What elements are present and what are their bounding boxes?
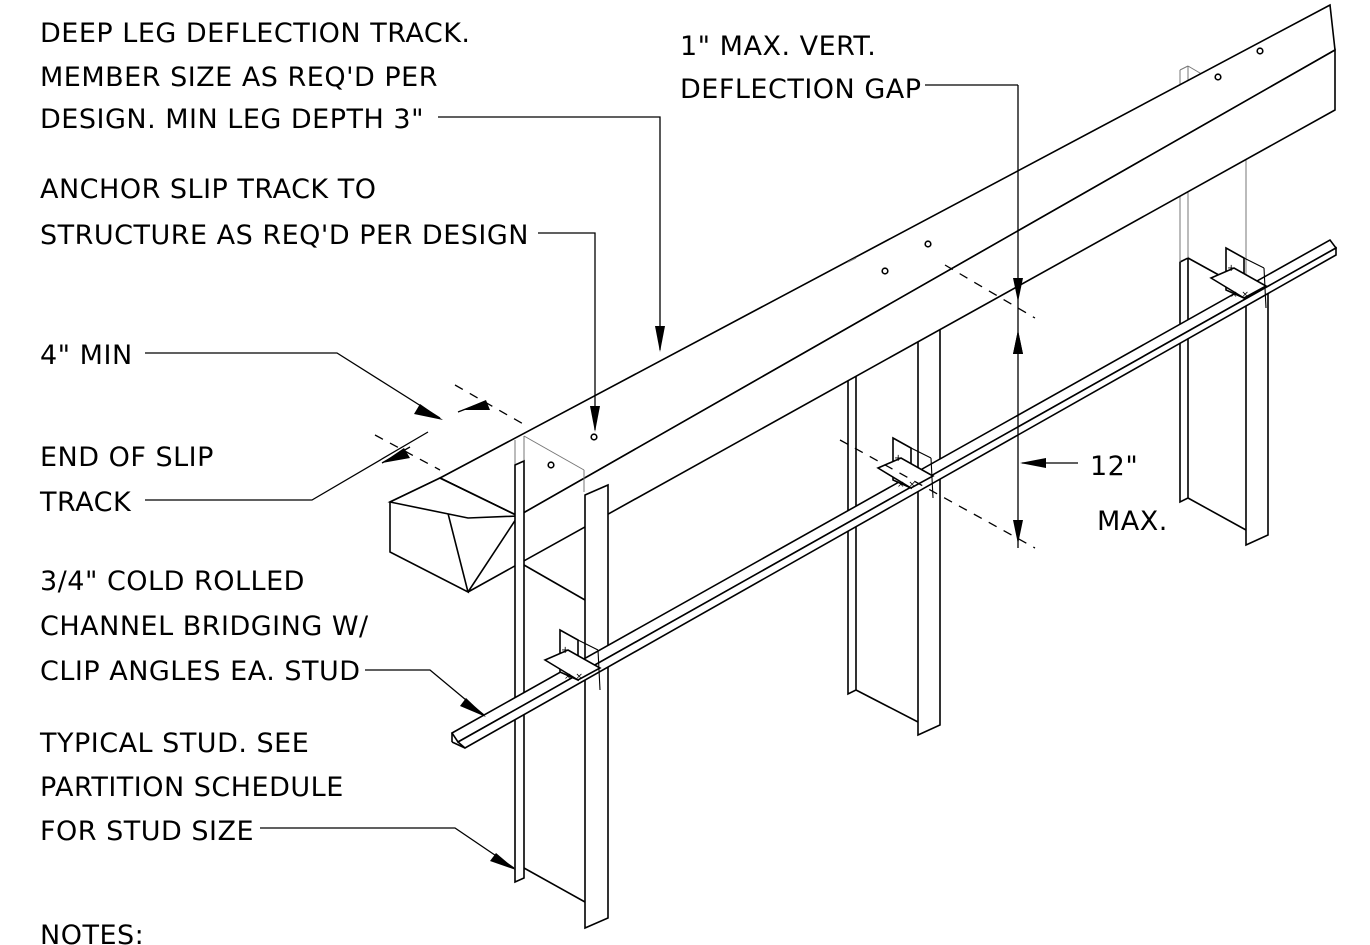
note-line: 3/4" COLD ROLLED <box>40 566 305 597</box>
note-line: MAX. <box>1097 506 1168 537</box>
note-max-vert-gap: 1" MAX. VERT. DEFLECTION GAP <box>680 31 922 105</box>
note-line: TYPICAL STUD. SEE <box>39 728 309 759</box>
svg-text:+: + <box>1227 263 1236 274</box>
notes-heading: NOTES: <box>40 920 144 945</box>
note-cold-rolled-channel: 3/4" COLD ROLLED CHANNEL BRIDGING W/ CLI… <box>40 566 369 687</box>
svg-text:+: + <box>894 453 903 464</box>
note-deep-leg-track: DEEP LEG DEFLECTION TRACK. MEMBER SIZE A… <box>40 18 471 135</box>
clip-angle-left: + × × <box>543 628 602 691</box>
anchor-hole <box>1214 73 1222 81</box>
note-anchor-slip-track: ANCHOR SLIP TRACK TO STRUCTURE AS REQ'D … <box>40 174 529 251</box>
deflection-track <box>387 3 1336 594</box>
anchor-hole <box>881 267 889 275</box>
stud-middle <box>847 257 941 737</box>
dimension-lines <box>374 85 1036 549</box>
note-line: END OF SLIP <box>40 442 214 473</box>
svg-text:× ×: × × <box>897 480 916 490</box>
note-end-of-slip-track: END OF SLIP TRACK <box>39 442 214 518</box>
clip-angle-right: + × × <box>1209 246 1268 309</box>
note-line: FOR STUD SIZE <box>40 816 254 847</box>
cold-rolled-channel <box>450 238 1338 749</box>
anchor-hole <box>547 461 555 469</box>
leader-anchor-slip-track <box>538 232 600 432</box>
leader-typical-stud <box>260 827 516 870</box>
note-line: STRUCTURE AS REQ'D PER DESIGN <box>40 220 529 251</box>
note-line: ANCHOR SLIP TRACK TO <box>40 174 376 205</box>
note-twelve-max: 12" MAX. <box>1090 451 1168 537</box>
stud-left <box>514 459 609 930</box>
note-line: CHANNEL BRIDGING W/ <box>40 611 369 642</box>
note-line: DEEP LEG DEFLECTION TRACK. <box>40 18 471 49</box>
svg-text:+: + <box>561 645 570 656</box>
svg-text:× ×: × × <box>564 672 583 682</box>
leader-cold-rolled-channel <box>365 669 486 717</box>
leader-deep-leg-track <box>438 116 665 352</box>
note-line: 1" MAX. VERT. <box>680 31 876 62</box>
note-line: TRACK <box>39 487 132 518</box>
clip-angle-middle: + × × <box>876 436 935 499</box>
anchor-hole <box>1256 47 1264 55</box>
note-line: 12" <box>1090 451 1138 482</box>
hidden-stud-ends <box>514 65 1189 492</box>
leader-four-min <box>145 352 490 420</box>
anchor-hole <box>924 240 932 248</box>
note-line: DESIGN. MIN LEG DEPTH 3" <box>40 104 424 135</box>
leader-twelve-max <box>1013 330 1078 544</box>
anchor-hole <box>590 433 598 441</box>
leader-end-of-slip-track <box>145 431 429 501</box>
note-line: PARTITION SCHEDULE <box>40 772 344 803</box>
svg-text:× ×: × × <box>1230 290 1249 300</box>
note-four-min: 4" MIN <box>40 340 133 371</box>
note-line: DEFLECTION GAP <box>680 74 922 105</box>
note-line: CLIP ANGLES EA. STUD <box>40 656 361 687</box>
note-typical-stud: TYPICAL STUD. SEE PARTITION SCHEDULE FOR… <box>39 728 344 847</box>
note-line: MEMBER SIZE AS REQ'D PER <box>40 62 438 93</box>
